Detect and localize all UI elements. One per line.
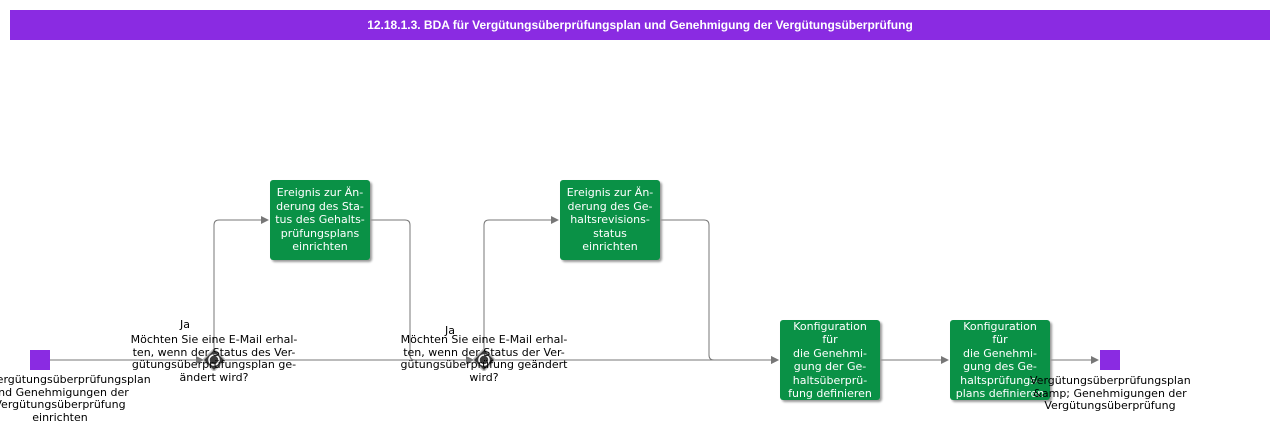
task-1-text: Ereignis zur Än- derung des Sta- tus des… <box>275 186 365 254</box>
task-3-text: Konfiguration für die Genehmi- gung der … <box>788 319 872 401</box>
gateway-1-question: Möchten Sie eine E-Mail erhal- ten, wenn… <box>130 333 298 384</box>
gateway-2-yes-label: Ja <box>445 324 455 337</box>
edge-gateway2-yes-to-task2 <box>483 216 559 349</box>
end-event-label: Vergütungsüberprüfungsplan &amp; Genehmi… <box>1030 374 1191 412</box>
edge-gateway1-yes-to-task1 <box>213 216 269 349</box>
diagram-title: 12.18.1.3. BDA für Vergütungsüberprüfung… <box>10 10 1270 40</box>
task-approval-config-plan[interactable]: Konfiguration für die Genehmi- gung des … <box>950 320 1050 400</box>
gateway-2-question: Möchten Sie eine E-Mail erhal- ten, wenn… <box>400 333 568 384</box>
start-event-label: Vergütungsüberprüfungsplan und Genehmigu… <box>0 373 151 424</box>
task-approval-config-review[interactable]: Konfiguration für die Genehmi- gung der … <box>780 320 880 400</box>
end-event[interactable] <box>1100 350 1120 370</box>
task-2-text: Ereignis zur Än- derung des Ge- haltsrev… <box>566 186 654 254</box>
gateway-1-yes-label: Ja <box>180 318 190 331</box>
task-status-change-event-plan[interactable]: Ereignis zur Än- derung des Sta- tus des… <box>270 180 370 260</box>
task-4-text: Konfiguration für die Genehmi- gung des … <box>955 319 1045 401</box>
gateway-2[interactable] <box>473 349 495 371</box>
gateway-1[interactable] <box>203 349 225 371</box>
task-revision-status-event[interactable]: Ereignis zur Än- derung des Ge- haltsrev… <box>560 180 660 260</box>
start-event[interactable] <box>30 350 50 370</box>
edge-task2-to-task3 <box>660 219 779 364</box>
